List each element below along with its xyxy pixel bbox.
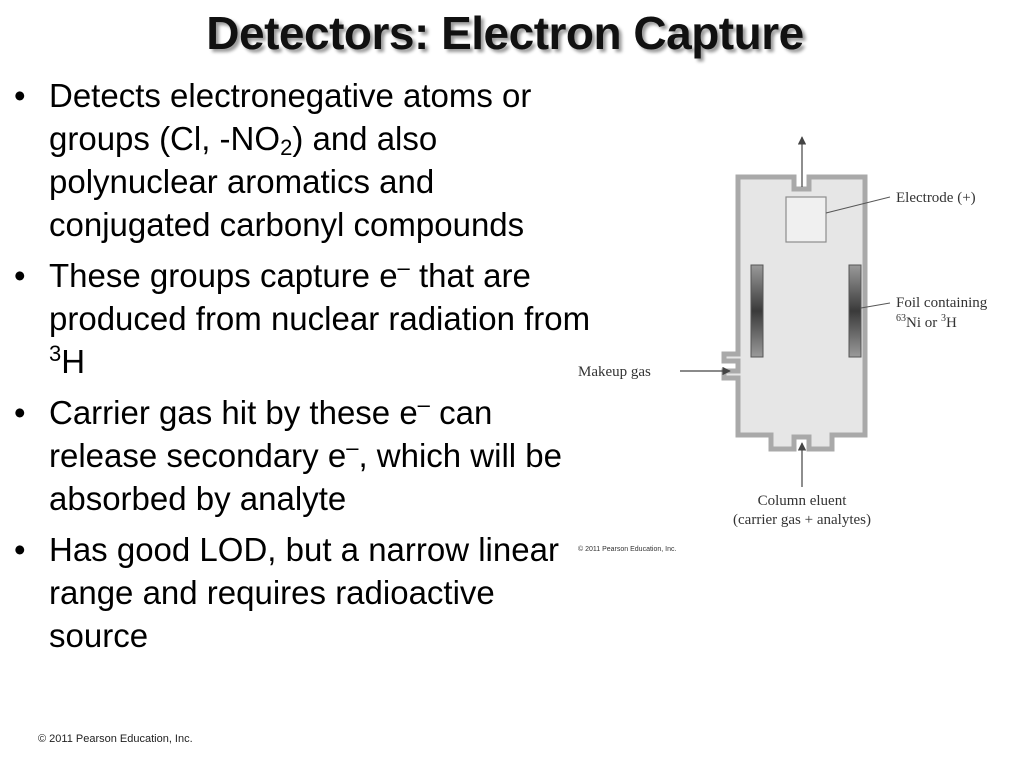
foil-text1: Ni or: [906, 315, 941, 331]
foil-label-line2: 63Ni or 3H: [896, 313, 957, 331]
superscript: –: [397, 255, 410, 280]
detector-body: [721, 174, 868, 452]
subscript: 2: [280, 135, 293, 160]
bullet-text: , which will be absorbed by analyte: [49, 437, 563, 517]
bullet-item: • Detects electronegative atoms or group…: [10, 74, 595, 246]
foil-right: [848, 264, 862, 358]
bullet-item: • Has good LOD, but a narrow linear rang…: [10, 528, 595, 657]
eluent-label-line2: (carrier gas + analytes): [733, 512, 871, 528]
electrode: [785, 196, 827, 243]
foil-leader: [860, 302, 891, 309]
superscript: –: [417, 392, 430, 417]
bullet-item: • Carrier gas hit by these e– can releas…: [10, 391, 595, 520]
bullet-text: Detects electronegative atoms or groups …: [49, 77, 532, 157]
eluent-label-line1: Column eluent: [758, 493, 848, 509]
bullet-marker: •: [14, 77, 26, 114]
electrode-label: Electrode (+): [896, 190, 976, 206]
bullet-list: • Detects electronegative atoms or group…: [10, 74, 595, 665]
makeup-label: Makeup gas: [578, 364, 651, 380]
ecd-diagram-svg: Electrode (+) Foil containing 63Ni or 3H…: [578, 136, 988, 553]
foil-sup2: 3: [941, 313, 946, 324]
diagram-copyright: © 2011 Pearson Education, Inc.: [578, 545, 676, 553]
bullet-item: • These groups capture e– that are produ…: [10, 254, 595, 383]
bullet-marker: •: [14, 531, 26, 568]
foil-label-line1: Foil containing: [896, 295, 988, 311]
bullet-text: Carrier gas hit by these e: [49, 394, 418, 431]
bullet-text: H: [61, 343, 86, 380]
superscript: 3: [49, 341, 62, 366]
slide-title: Detectors: Electron Capture: [206, 7, 804, 59]
bullet-marker: •: [14, 394, 26, 431]
foil-sup1: 63: [896, 313, 906, 324]
bullet-text: ) and also polynuclear aromatics and con…: [49, 120, 525, 243]
bullet-text: that are produced from nuclear radiation…: [49, 257, 591, 337]
electrode-leader: [825, 196, 891, 214]
foil-left: [750, 264, 764, 358]
bullet-marker: •: [14, 257, 26, 294]
bullet-text: These groups capture e: [49, 257, 398, 294]
superscript: –: [346, 435, 359, 460]
footer-copyright: © 2011 Pearson Education, Inc.: [38, 733, 193, 745]
bullet-text: Has good LOD, but a narrow linear range …: [49, 531, 559, 654]
foil-text2: H: [946, 315, 957, 331]
ecd-diagram: Electrode (+) Foil containing 63Ni or 3H…: [572, 125, 1022, 565]
bullet-text: can release secondary e: [49, 394, 493, 474]
